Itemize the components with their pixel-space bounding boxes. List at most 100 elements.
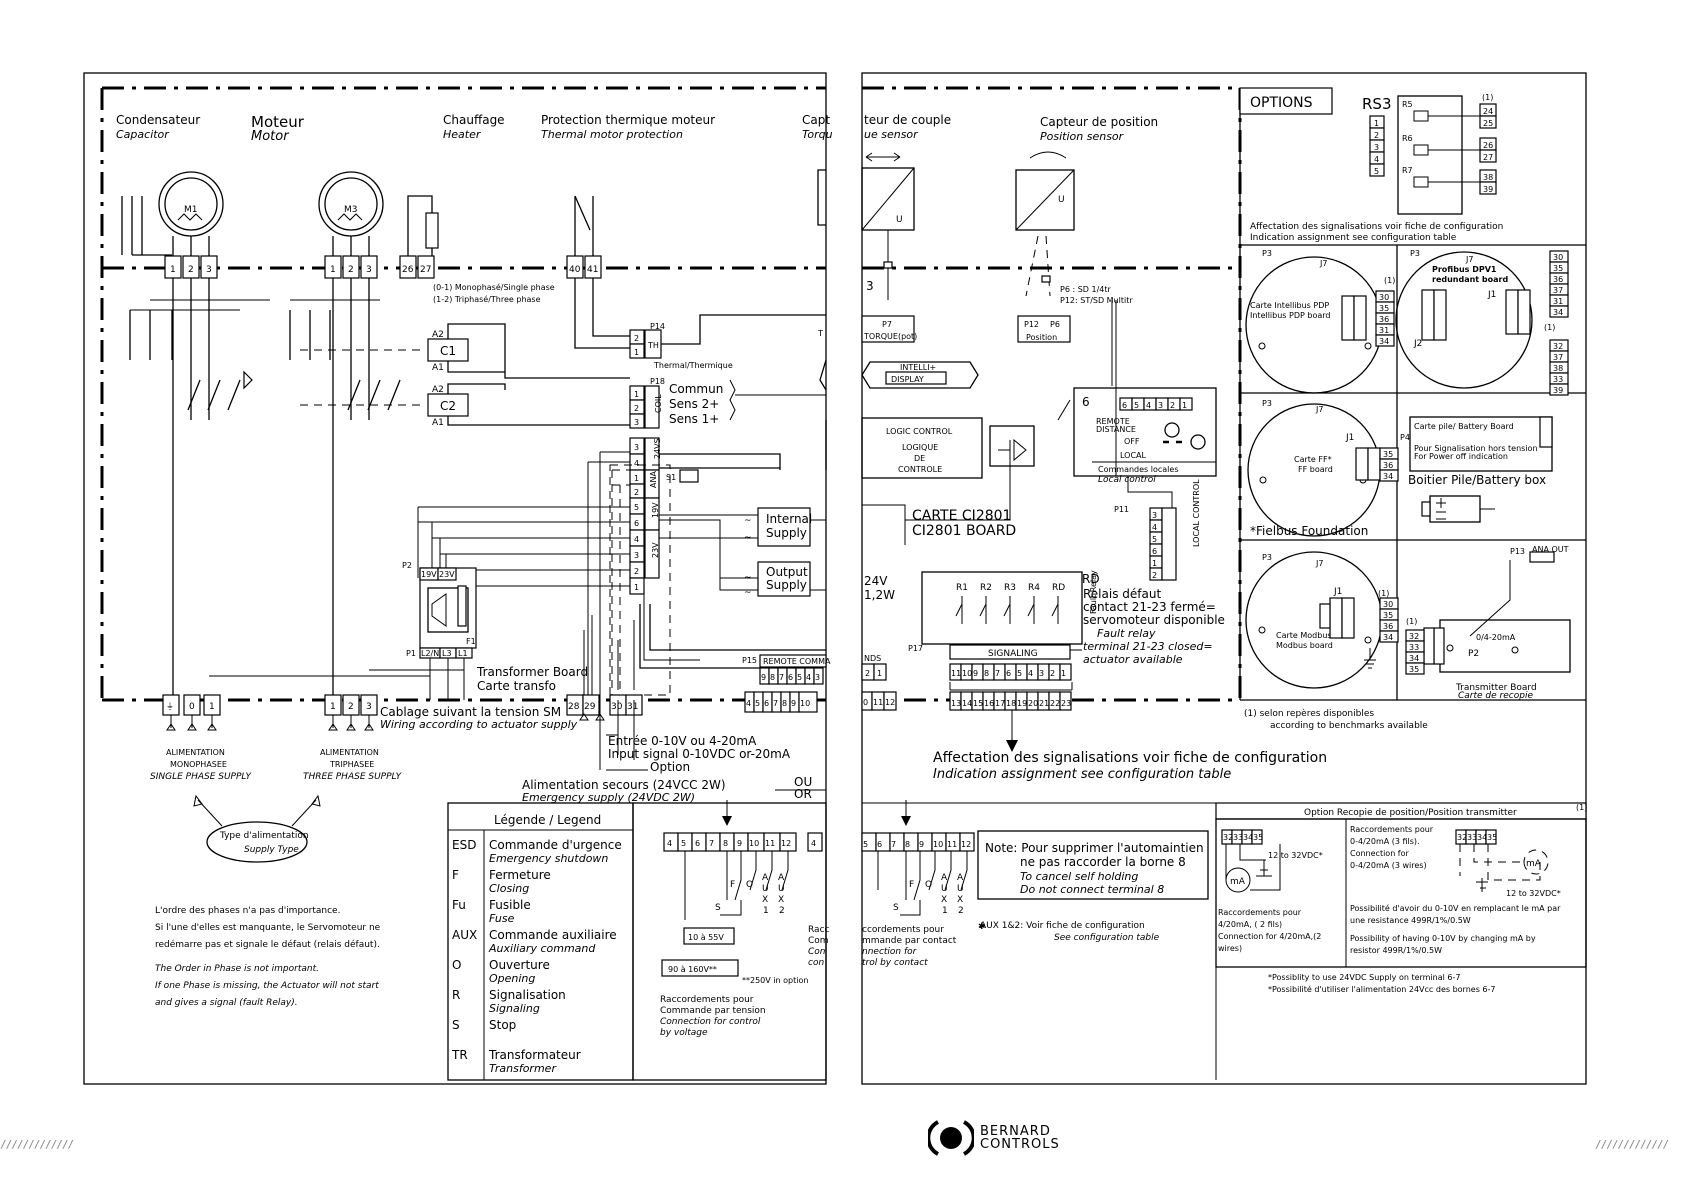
supply-type-ellipse (206, 821, 308, 863)
option-terminal-label: 37 (1553, 353, 1563, 362)
legend-fr: Commande d'urgence (489, 838, 622, 852)
svg-text:29: 29 (584, 702, 596, 712)
terminal-label: 12 (961, 840, 971, 849)
svg-text:12 to 32VDC*: 12 to 32VDC* (1506, 889, 1561, 898)
svg-text:~: ~ (744, 533, 752, 543)
svg-text:6: 6 (1122, 401, 1127, 410)
intellibus-board: P3 J7 Carte Intellibus PDP Intellibus PD… (1245, 249, 1383, 394)
hatch-left: ///////////// (0, 1138, 74, 1151)
p11-terms: 3 4 5 6 1 2 (1149, 507, 1163, 581)
legend-code: ESD (452, 838, 476, 852)
racc-tension-4: by voltage (660, 1028, 708, 1038)
svg-text:P7: P7 (882, 320, 892, 329)
svg-text:12 to 32VDC*: 12 to 32VDC* (1268, 851, 1323, 860)
svg-text:P3: P3 (1262, 553, 1272, 562)
intelli-display (861, 361, 979, 389)
svg-text:A2: A2 (432, 385, 444, 395)
svg-text:1: 1 (763, 906, 769, 916)
thermal-label: Thermal/Thermique (653, 361, 733, 370)
legend-fr: Fermeture (489, 868, 551, 882)
svg-text:P12: P12 (1024, 320, 1039, 329)
svg-text:J2: J2 (1413, 339, 1422, 349)
svg-text:5: 5 (634, 503, 639, 512)
svg-text:TH: TH (647, 341, 659, 350)
terminal-label: 32 (1223, 833, 1233, 842)
terminal-label: 33 (1467, 833, 1477, 842)
option-terminal-label: 34 (1553, 308, 1563, 317)
terminal-label: 14 (962, 699, 972, 708)
svg-text:U: U (941, 884, 948, 894)
local-terms: 6 5 4 3 2 1 (1119, 397, 1193, 411)
svg-text:19V: 19V (421, 570, 437, 579)
commun-label: Commun (669, 382, 723, 396)
internal-supply-box (757, 507, 811, 547)
svg-text:31: 31 (627, 702, 638, 712)
svg-text:2: 2 (958, 906, 964, 916)
option-terminal-label: 32 (1553, 342, 1563, 351)
svg-text:R7: R7 (1402, 166, 1413, 175)
condensateur-label: Condensateur (116, 113, 200, 127)
svg-text:A: A (957, 873, 964, 883)
svg-text:4: 4 (806, 673, 811, 682)
svg-text:REMOTE COMMA: REMOTE COMMA (763, 657, 831, 666)
svg-text:P6: P6 (1050, 320, 1060, 329)
svg-text:12: 12 (885, 698, 895, 707)
svg-text:2: 2 (1152, 571, 1157, 580)
svg-text:J1: J1 (1487, 290, 1496, 300)
entree-en: Input signal 0-10VDC or-20mA (608, 747, 791, 761)
svg-text:8: 8 (782, 699, 787, 708)
sens2-label: Sens 2+ (669, 397, 719, 411)
logic-control-box (861, 417, 983, 479)
svg-text:Con: Con (808, 947, 826, 957)
terminal-label: 18 (1006, 699, 1016, 708)
svg-text:LOGIC CONTROL: LOGIC CONTROL (886, 427, 953, 436)
svg-text:4: 4 (1146, 401, 1151, 410)
rec-left-4: wires) (1218, 944, 1242, 953)
rec-left-2: 4/20mA, ( 2 fils) (1218, 920, 1282, 929)
svg-text:1: 1 (634, 348, 639, 357)
svg-text:P3: P3 (1262, 249, 1272, 258)
terminal-label: 34 (1243, 833, 1253, 842)
battery-board: Carte pile/ Battery Board Pour Signalisa… (1400, 416, 1553, 472)
terminal-label: 6 (877, 840, 882, 849)
battery-box-label: Boitier Pile/Battery box (1408, 473, 1546, 487)
terminal-label: 11 (947, 840, 957, 849)
carte-recopie-label: Carte de recopie (1458, 691, 1533, 701)
svg-text:Internal: Internal (766, 512, 812, 526)
svg-text:Profibus DPV1: Profibus DPV1 (1432, 265, 1497, 274)
servo-fr: servomoteur disponible (1083, 613, 1225, 627)
profibus-board: P3 J7 Profibus DPV1 redundant board J1 J… (1395, 249, 1533, 389)
svg-text:1: 1 (330, 702, 336, 712)
svg-text:(1): (1) (1384, 276, 1395, 285)
svg-text:7: 7 (709, 839, 714, 848)
racc-contact-4: trol by contact (862, 958, 928, 968)
svg-text:1: 1 (330, 265, 336, 275)
svg-text:X: X (957, 895, 963, 905)
transmitter-board (1439, 619, 1571, 673)
rec-mid-3: Connection for (1350, 849, 1410, 858)
motor-m1: M1 (158, 171, 224, 237)
svg-text:X: X (778, 895, 784, 905)
svg-text:4: 4 (1152, 523, 1157, 532)
volt-range2: 90 à 160V** (668, 965, 717, 974)
svg-text:P15: P15 (742, 656, 757, 665)
svg-text:P3: P3 (1410, 249, 1420, 258)
option-label: Option (650, 760, 690, 774)
alim-mono-1: ALIMENTATION (166, 748, 225, 757)
svg-text:2: 2 (188, 265, 194, 275)
local-commands-box (1073, 387, 1217, 477)
svg-text:R5: R5 (1402, 100, 1413, 109)
svg-text:P4: P4 (1400, 433, 1410, 442)
svg-text:1: 1 (1182, 401, 1187, 410)
relay-label: R3 (1004, 583, 1016, 593)
battery-box (1421, 495, 1495, 523)
option-terminal-label: 39 (1553, 386, 1563, 395)
monophase-note: (0-1) Monophasé/Single phase (433, 282, 555, 292)
svg-text:12: 12 (781, 839, 791, 848)
